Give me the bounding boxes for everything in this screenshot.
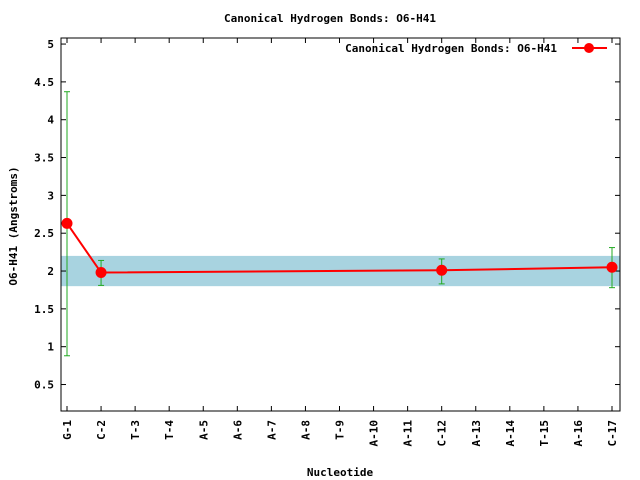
x-tick-label: T-9 — [334, 420, 347, 440]
x-tick-label: T-3 — [129, 420, 142, 440]
y-tick-label: 4 — [47, 114, 54, 127]
x-tick-label: T-15 — [538, 420, 551, 447]
y-tick-label: 2.5 — [34, 227, 54, 240]
x-tick-label: C-2 — [95, 420, 108, 440]
series-line — [66, 222, 613, 274]
x-tick-label: A-16 — [572, 420, 585, 447]
y-tick-label: 5 — [47, 38, 54, 51]
y-tick-label: 4.5 — [34, 76, 54, 89]
data-point — [61, 217, 73, 229]
x-tick-label: C-17 — [606, 420, 619, 447]
x-tick-label: A-13 — [470, 420, 483, 447]
y-axis-label: O6-H41 (Angstroms) — [7, 166, 20, 285]
data-point — [436, 264, 448, 276]
x-tick-label: T-4 — [163, 420, 176, 440]
x-tick-label: A-14 — [504, 420, 517, 447]
chart-title: Canonical Hydrogen Bonds: O6-H41 — [224, 12, 436, 25]
y-tick-label: 3 — [47, 189, 54, 202]
x-tick-label: A-7 — [265, 420, 278, 440]
x-tick-label: A-11 — [402, 420, 415, 447]
x-tick-label: A-10 — [368, 420, 381, 447]
x-tick-label: C-12 — [436, 420, 449, 447]
plot-frame — [60, 37, 621, 412]
y-tick-label: 3.5 — [34, 152, 54, 165]
legend-label: Canonical Hydrogen Bonds: O6-H41 — [345, 42, 557, 55]
y-tick-label: 1 — [47, 341, 54, 354]
legend-marker — [584, 43, 594, 53]
data-point — [95, 267, 107, 279]
plot-area: 0.5 1 1.5 2 2.5 3 3.5 4 4.5 5G-1 C-2 T-3 T-4 A-5 A-6 A-… — [34, 37, 621, 447]
y-tick-label: 0.5 — [34, 379, 54, 392]
y-tick-label: 1.5 — [34, 303, 54, 316]
x-tick-label: A-8 — [299, 420, 312, 440]
data-point — [606, 261, 618, 273]
x-tick-label: A-6 — [231, 420, 244, 440]
x-axis-label: Nucleotide — [307, 466, 374, 479]
y-tick-label: 2 — [47, 265, 54, 278]
x-tick-label: A-5 — [197, 420, 210, 440]
x-tick-label: G-1 — [61, 420, 74, 440]
